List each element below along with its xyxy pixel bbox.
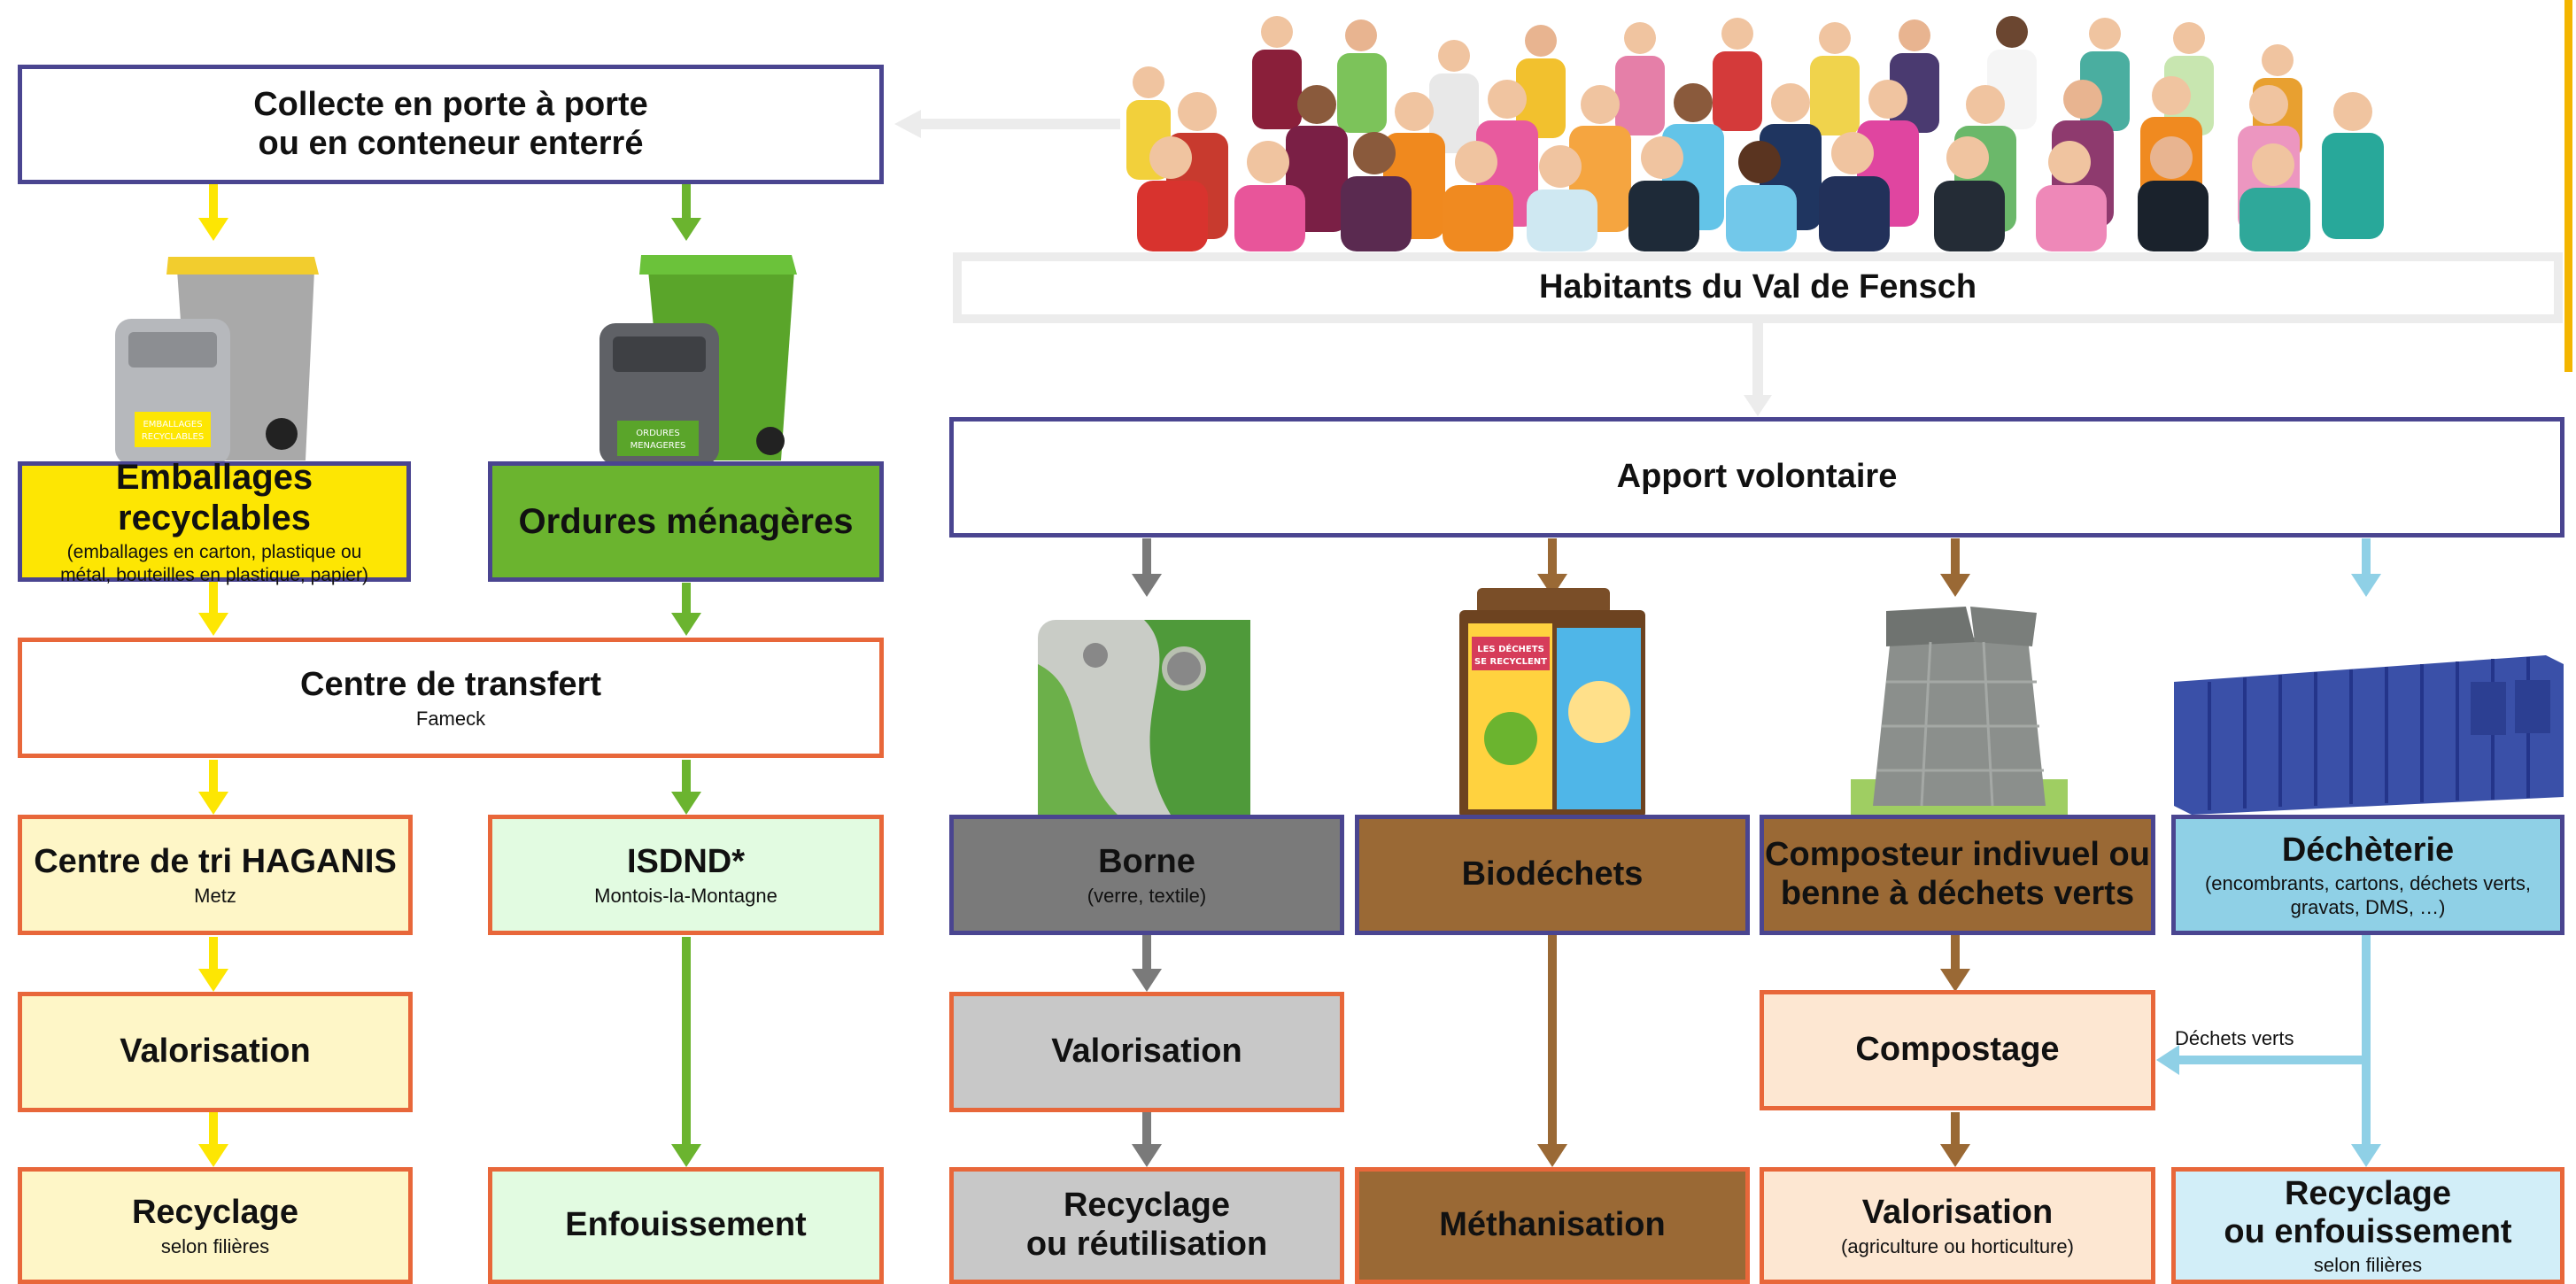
borne-container-image (1038, 620, 1250, 815)
apport-box: Apport volontaire (949, 417, 2564, 538)
apport-title: Apport volontaire (1616, 458, 1898, 496)
collecte-box: Collecte en porte à porte ou en conteneu… (18, 65, 884, 184)
decheterie-box: Déchèterie (encombrants, cartons, déchet… (2171, 815, 2564, 935)
habitants-box: Habitants du Val de Fensch (953, 252, 2563, 323)
yellow-flow (198, 184, 228, 1167)
valorisation-agri-sub: (agriculture ou horticulture) (1841, 1235, 2074, 1258)
isdnd-box: ISDND* Montois-la-Montagne (488, 815, 884, 935)
recyclage-enfouis-line1: Recyclage (2284, 1174, 2451, 1212)
green-household-waste-bins: ORDURES MENAGERES (600, 255, 797, 465)
borne-box: Borne (verre, textile) (949, 815, 1344, 935)
brown-flow-composteur (1940, 538, 1970, 1167)
accent-bar (2564, 0, 2572, 372)
biodechets-sign-label-1: LES DÉCHETS (1477, 643, 1544, 654)
composteur-line1: Composteur indivuel ou (1765, 836, 2150, 874)
arrow-habitants-to-collecte (894, 110, 1120, 138)
recyclage-left-box: Recyclage selon filières (18, 1167, 413, 1284)
crowd-illustration (1126, 16, 2384, 251)
gray-flow (1132, 538, 1162, 1167)
emballages-sub2: métal, bouteilles en plastique, papier) (60, 565, 368, 585)
tri-title: Centre de tri HAGANIS (34, 842, 397, 880)
borne-title: Borne (1098, 842, 1195, 880)
decheterie-sub2: gravats, DMS, …) (2290, 895, 2446, 918)
decheterie-sub1: (encombrants, cartons, déchets verts, (2204, 871, 2532, 894)
habitants-title: Habitants du Val de Fensch (1538, 268, 1977, 306)
valorisation-borne-title: Valorisation (1051, 1033, 1242, 1071)
biodechets-sign-label-2: SE RECYCLENT (1474, 657, 1547, 667)
composteur-line2: benne à déchets verts (1780, 875, 2135, 912)
cyan-flow (2156, 538, 2381, 1167)
ordures-title: Ordures ménagères (518, 502, 854, 541)
recyclage-left-title: Recyclage (131, 1193, 298, 1231)
biodechets-box: Biodéchets (1355, 815, 1750, 935)
transfert-title: Centre de transfert (300, 665, 601, 703)
isdnd-sub: Montois-la-Montagne (594, 885, 777, 908)
compostage-box: Compostage (1760, 990, 2155, 1110)
recyclage-enfouis-line2: ou enfouissement (2224, 1213, 2512, 1251)
green-bin-label-2: MENAGERES (630, 441, 686, 451)
green-bin-label-1: ORDURES (636, 429, 679, 438)
decheterie-container-image (2174, 655, 2564, 815)
composteur-box: Composteur indivuel ou benne à déchets v… (1760, 815, 2155, 935)
valorisation-borne-box: Valorisation (949, 992, 1344, 1112)
valorisation-left-box: Valorisation (18, 992, 413, 1112)
recyclage-reutil-box: Recyclage ou réutilisation (949, 1167, 1344, 1284)
compostage-title: Compostage (1855, 1031, 2060, 1069)
collecte-line2: ou en conteneur enterré (258, 124, 644, 162)
brown-flow-biodechets (1537, 538, 1567, 1167)
emballages-sub1: (emballages en carton, plastique ou (66, 541, 362, 562)
transfert-box: Centre de transfert Fameck (18, 638, 884, 758)
decheterie-title: Déchèterie (2281, 831, 2455, 869)
tri-sub: Metz (194, 885, 236, 908)
recyclage-reutil-line2: ou réutilisation (1025, 1226, 1268, 1263)
ordures-box: Ordures ménagères (488, 461, 884, 582)
arrow-habitants-to-apport (1744, 319, 1772, 416)
emballages-box: Emballages recyclables (emballages en ca… (18, 458, 411, 585)
yellow-bin-label-1: EMBALLAGES (143, 420, 202, 429)
methanisation-title: Méthanisation (1439, 1206, 1666, 1244)
enfouissement-title: Enfouissement (565, 1206, 807, 1244)
borne-sub: (verre, textile) (1087, 885, 1207, 908)
tri-box: Centre de tri HAGANIS Metz (18, 815, 413, 935)
collecte-line1: Collecte en porte à porte (253, 85, 648, 123)
dechets-verts-label: Déchets verts (2175, 1027, 2294, 1049)
recyclage-enfouis-sub: selon filières (2313, 1254, 2423, 1277)
emballages-title: Emballages recyclables (115, 457, 313, 538)
yellow-recycling-bins: EMBALLAGES RECYCLABLES (115, 257, 319, 465)
biodechets-container-image: LES DÉCHETS SE RECYCLENT (1459, 588, 1645, 818)
composteur-image (1851, 607, 2068, 815)
valorisation-left-title: Valorisation (120, 1033, 311, 1071)
recyclage-reutil-line1: Recyclage (1063, 1187, 1230, 1225)
enfouissement-box: Enfouissement (488, 1167, 884, 1284)
recyclage-enfouis-box: Recyclage ou enfouissement selon filière… (2171, 1167, 2564, 1284)
biodechets-title: Biodéchets (1461, 855, 1644, 893)
valorisation-agri-box: Valorisation (agriculture ou horticultur… (1760, 1167, 2155, 1284)
green-flow (671, 184, 701, 1167)
methanisation-box: Méthanisation (1355, 1167, 1750, 1284)
isdnd-title: ISDND* (626, 842, 746, 880)
transfert-sub: Fameck (415, 708, 486, 731)
yellow-bin-label-2: RECYCLABLES (142, 432, 204, 442)
recyclage-left-sub: selon filières (160, 1235, 270, 1258)
valorisation-agri-title: Valorisation (1861, 1193, 2054, 1231)
